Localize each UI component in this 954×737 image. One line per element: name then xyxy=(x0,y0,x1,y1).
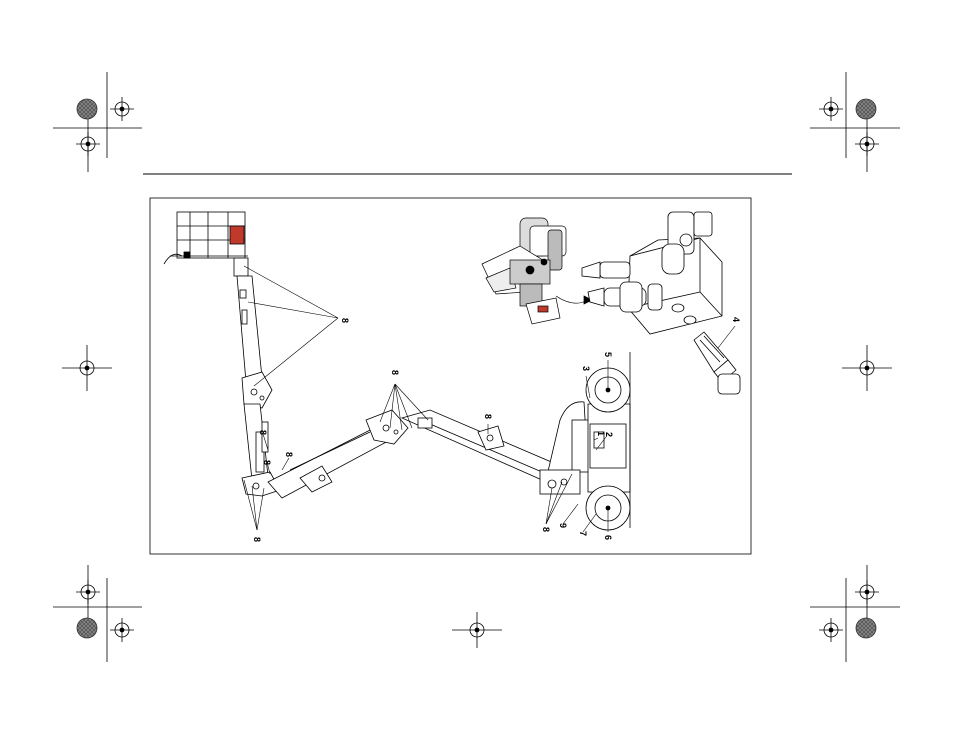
cartridge-valve xyxy=(694,332,740,394)
platform-basket xyxy=(164,212,248,264)
callout-4: 4 xyxy=(731,317,741,322)
crop-mark-bottom-right xyxy=(810,565,900,662)
registration-target-icon xyxy=(62,345,112,391)
callout-7: 7 xyxy=(578,531,588,536)
callout-9: 9 xyxy=(558,523,568,528)
callout-2: 2 xyxy=(604,432,614,437)
registration-target-icon xyxy=(76,132,100,156)
callout-8-left-a: 8 xyxy=(258,430,268,435)
registration-target-icon xyxy=(110,97,134,121)
callout-5: 5 xyxy=(603,352,613,357)
registration-target-icon xyxy=(855,580,879,604)
color-swatch-circle-icon xyxy=(856,99,876,119)
callout-8-boom: 8 xyxy=(483,414,493,419)
registration-target-icon xyxy=(819,97,843,121)
color-swatch-circle-icon xyxy=(77,99,97,119)
registration-target-icon xyxy=(855,132,879,156)
crop-mark-top-left xyxy=(53,72,142,172)
callout-8-left-b: 8 xyxy=(262,460,272,465)
callout-8-center: 8 xyxy=(390,370,400,375)
crop-mark-bottom-left xyxy=(53,565,142,662)
registration-target-icon xyxy=(110,618,134,642)
registration-target-icon xyxy=(76,580,100,604)
callout-3: 3 xyxy=(581,366,591,371)
callout-8-lower-left: 8 xyxy=(252,537,262,542)
crop-mark-top-right xyxy=(810,72,900,172)
callout-8-upper: 8 xyxy=(340,318,350,323)
callout-6: 6 xyxy=(603,535,613,540)
registration-target-icon xyxy=(452,612,502,648)
color-swatch-circle-icon xyxy=(77,618,97,638)
registration-target-icon xyxy=(819,618,843,642)
registration-target-icon xyxy=(842,345,892,391)
drive-hub-inset xyxy=(482,218,592,324)
hydraulic-manifold-inset xyxy=(582,212,740,394)
callout-8-lower-right: 8 xyxy=(541,527,551,532)
callout-8-left-c: 8 xyxy=(284,452,294,457)
color-swatch-circle-icon xyxy=(856,618,876,638)
registration-marks xyxy=(53,72,900,662)
